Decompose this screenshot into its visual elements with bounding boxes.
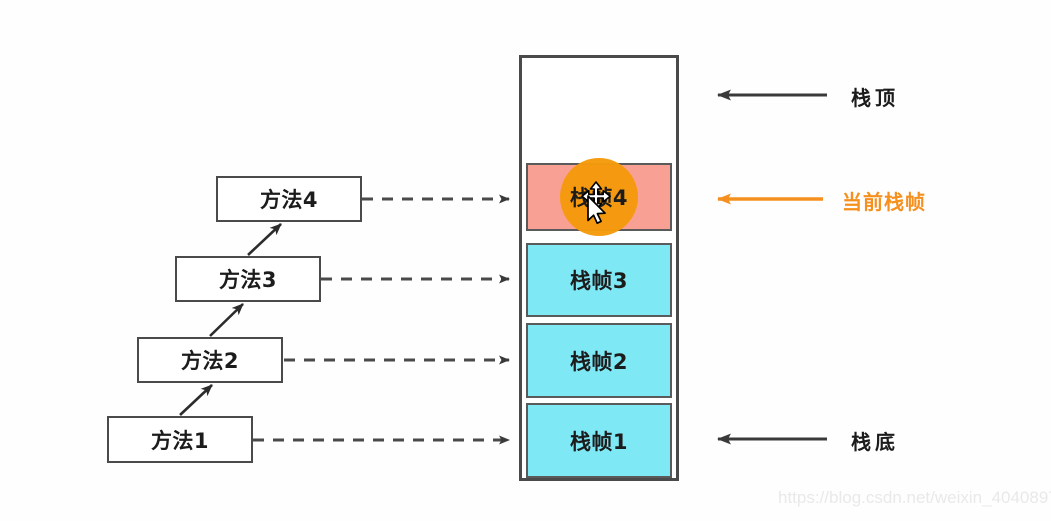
watermark-text: https://blog.csdn.net/weixin_40408979: [778, 488, 1051, 507]
method-box-1-label: 方法1: [150, 428, 210, 453]
stack-frame-2-label: 栈帧2: [569, 349, 629, 374]
method-box-2-label: 方法2: [180, 349, 240, 373]
stack-frame-3[interactable]: 栈帧3: [526, 243, 672, 317]
method-box-3-label: 方法3: [218, 268, 278, 292]
stack-frame-2[interactable]: 栈帧2: [526, 323, 672, 398]
call-arrow-1: [179, 384, 213, 416]
annotation-stack-bottom: 栈底: [851, 430, 899, 454]
method-box-1[interactable]: 方法1: [107, 416, 253, 463]
stack-frame-4-label: 栈帧4: [569, 186, 629, 210]
annotation-current-frame: 当前栈帧: [842, 190, 926, 214]
method-box-4[interactable]: 方法4: [216, 176, 362, 222]
method-box-2[interactable]: 方法2: [137, 337, 283, 383]
stack-frame-1-label: 栈帧1: [569, 429, 629, 454]
annotation-stack-top: 栈顶: [851, 86, 899, 110]
stack-frame-3-label: 栈帧3: [569, 269, 629, 293]
call-arrow-2: [209, 303, 244, 337]
stack-frame-1[interactable]: 栈帧1: [526, 403, 672, 478]
call-arrow-3: [247, 223, 282, 256]
method-box-3[interactable]: 方法3: [175, 256, 321, 302]
method-box-4-label: 方法4: [259, 188, 319, 212]
